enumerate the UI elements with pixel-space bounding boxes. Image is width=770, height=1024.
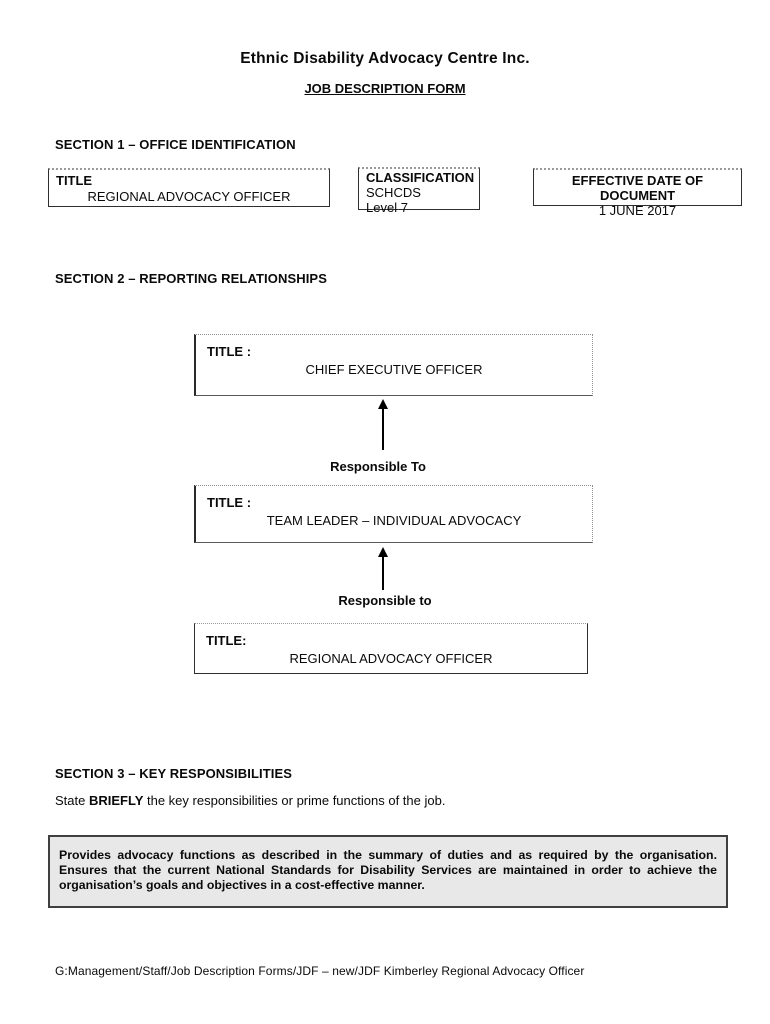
org-box-title-label: TITLE : — [207, 344, 252, 359]
arrow-head — [378, 399, 388, 409]
document-file-path: G:Management/Staff/Job Description Forms… — [55, 964, 585, 978]
section2-heading: SECTION 2 – REPORTING RELATIONSHIPS — [55, 271, 327, 286]
org-box-title-label: TITLE : — [207, 495, 252, 510]
classification-level: Level 7 — [366, 199, 408, 215]
key-responsibilities-summary-box: Provides advocacy functions as described… — [48, 835, 728, 908]
org-box-team-leader: TITLE : TEAM LEADER – INDIVIDUAL ADVOCAC… — [194, 485, 593, 543]
org-box-title-value: REGIONAL ADVOCACY OFFICER — [289, 651, 493, 666]
classification-box: CLASSIFICATION SCHCDS Level 7 — [358, 167, 480, 214]
org-box-chief-executive-officer: TITLE : CHIEF EXECUTIVE OFFICER — [194, 334, 593, 396]
org-box-title-label: TITLE: — [206, 633, 247, 648]
responsible-to-label-2: Responsible to — [338, 593, 432, 608]
section3-heading: SECTION 3 – KEY RESPONSIBILITIES — [55, 766, 293, 781]
up-arrow-icon — [377, 547, 389, 590]
effective-date-value: 1 JUNE 2017 — [598, 203, 677, 218]
instruction-prefix: State — [55, 793, 89, 808]
effective-date-box: EFFECTIVE DATE OF DOCUMENT 1 JUNE 2017 — [533, 168, 742, 218]
org-box-regional-advocacy-officer: TITLE: REGIONAL ADVOCACY OFFICER — [194, 623, 588, 674]
key-responsibilities-summary-text: Provides advocacy functions as described… — [59, 848, 717, 892]
title-box: TITLE REGIONAL ADVOCACY OFFICER — [48, 168, 330, 207]
effective-date-label: EFFECTIVE DATE OF DOCUMENT — [571, 173, 704, 203]
arrow-line — [382, 409, 384, 450]
document-subtitle: JOB DESCRIPTION FORM — [304, 81, 466, 96]
section3-instruction: State BRIEFLY the key responsibilities o… — [55, 793, 445, 808]
org-box-title-value: TEAM LEADER – INDIVIDUAL ADVOCACY — [266, 513, 522, 528]
instruction-suffix: the key responsibilities or prime functi… — [143, 793, 446, 808]
up-arrow-icon — [377, 399, 389, 450]
title-box-value: REGIONAL ADVOCACY OFFICER — [87, 189, 291, 204]
arrow-line — [382, 557, 384, 590]
section1-heading: SECTION 1 – OFFICE IDENTIFICATION — [55, 137, 296, 152]
org-box-title-value: CHIEF EXECUTIVE OFFICER — [305, 362, 483, 377]
classification-box-label: CLASSIFICATION — [366, 170, 475, 185]
responsible-to-label-1: Responsible To — [330, 459, 426, 474]
title-box-label: TITLE — [56, 173, 93, 188]
arrow-head — [378, 547, 388, 557]
instruction-bold-word: BRIEFLY — [88, 793, 144, 808]
classification-award: SCHCDS — [366, 184, 421, 200]
document-title: Ethnic Disability Advocacy Centre Inc. — [240, 50, 530, 67]
